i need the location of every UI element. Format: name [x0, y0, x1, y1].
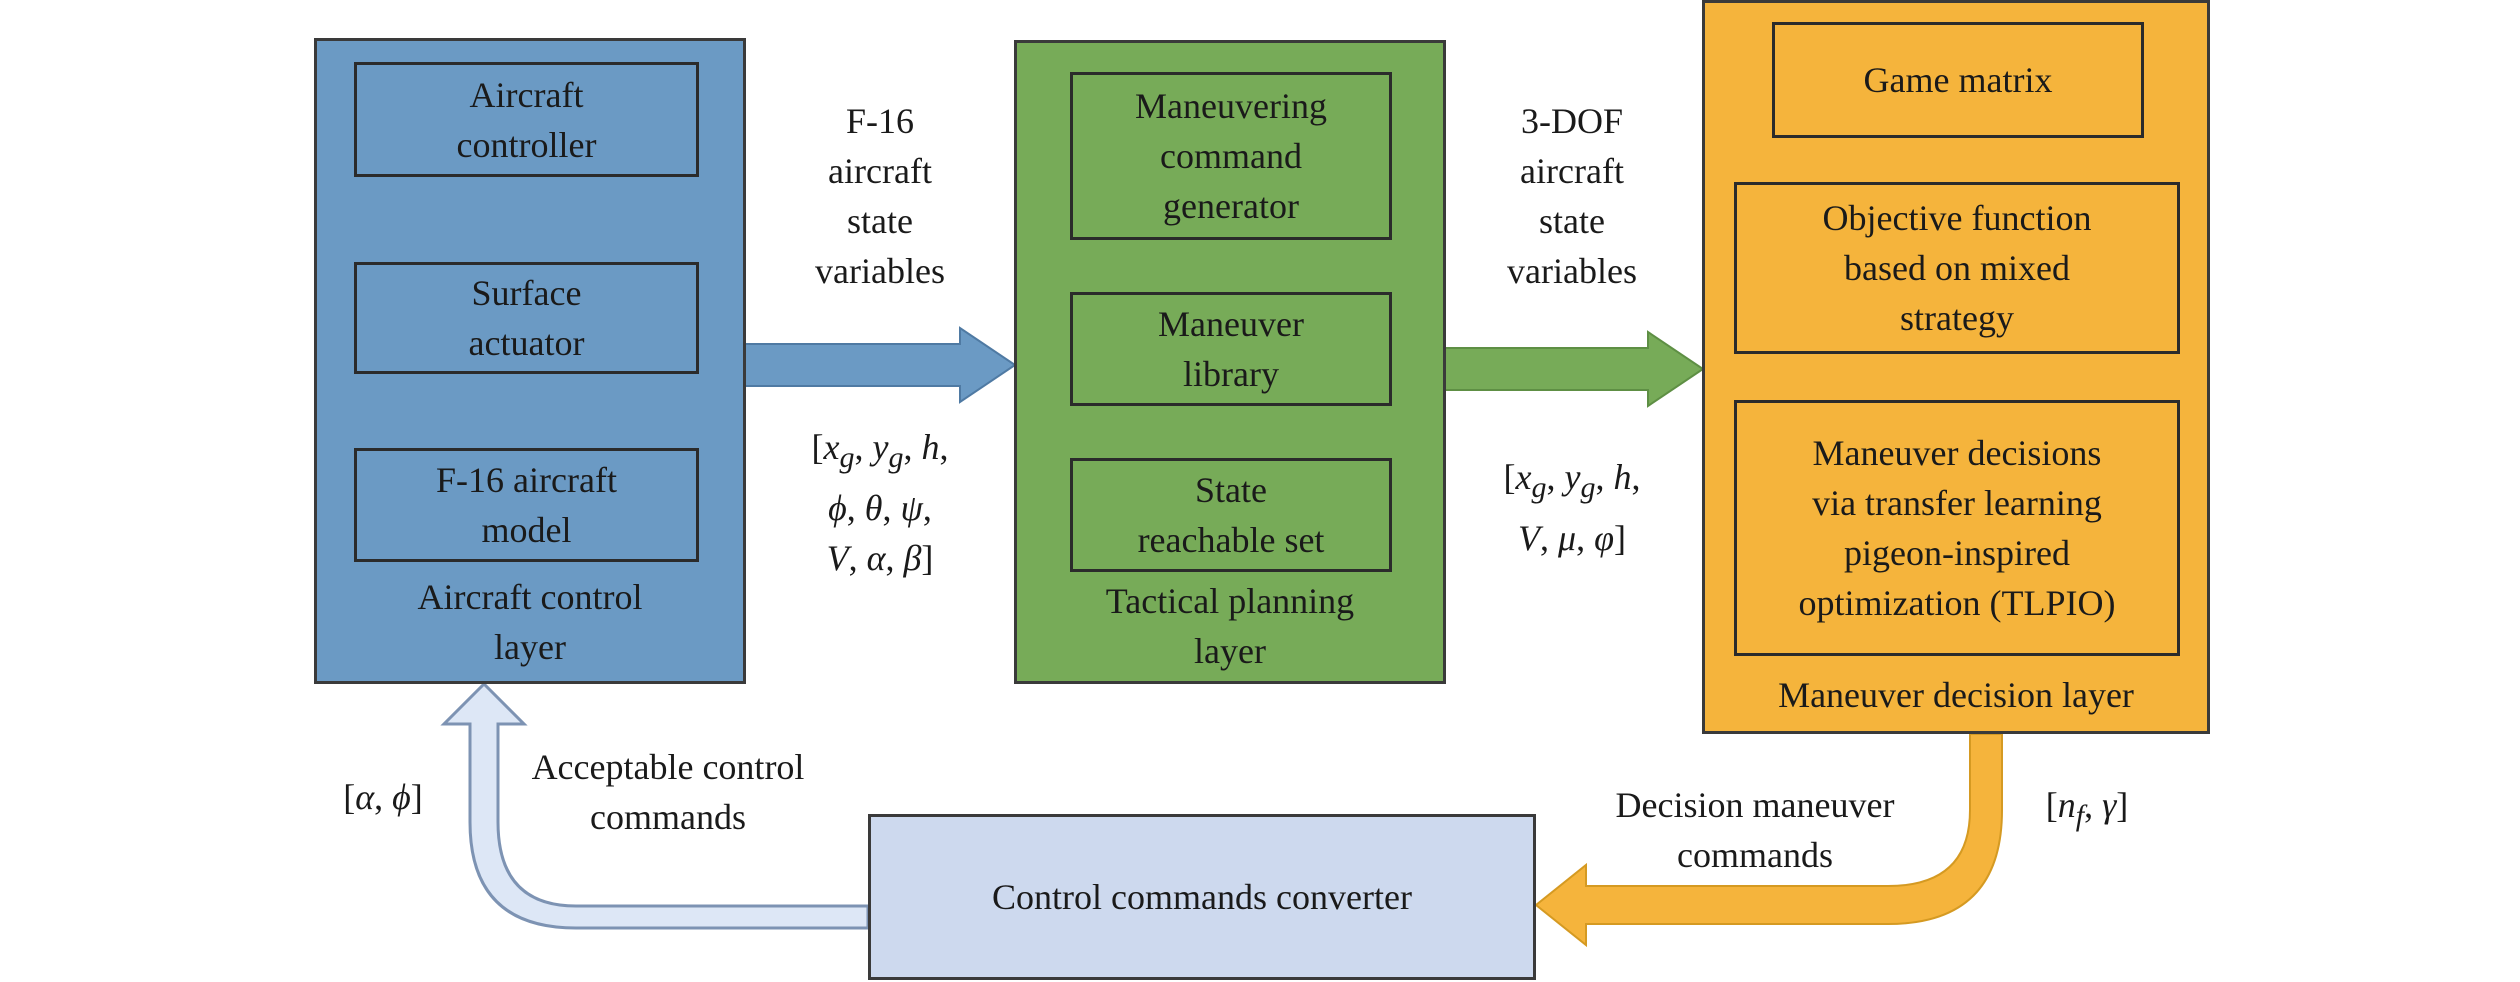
aircraft-controller-block: Aircraft controller	[354, 62, 699, 177]
decision-maneuver-commands-label: Decision maneuver commands	[1615, 785, 1895, 875]
surface-actuator-block: Surface actuator	[354, 262, 699, 374]
f16-aircraft-model-block: F-16 aircraft model	[354, 448, 699, 562]
tactical-planning-layer-caption: Tactical planning layer	[1105, 581, 1355, 671]
arrow-decision-to-converter	[1534, 733, 2003, 948]
objective-function-block: Objective function based on mixed strate…	[1734, 182, 2180, 354]
tlpio-decisions-block: Maneuver decisions via transfer learning…	[1734, 400, 2180, 656]
f16-state-variables-label: F-16 aircraft state variables	[815, 101, 945, 291]
arrow-control-to-planning	[743, 326, 1017, 404]
acceptable-control-commands-label: Acceptable control commands	[531, 747, 805, 837]
arrow-converter-to-control	[440, 681, 870, 930]
maneuver-decision-layer-caption: Maneuver decision layer	[1778, 675, 2134, 715]
arrow-planning-to-decision	[1443, 330, 1705, 408]
control-vector-label: [α, ϕ]	[343, 777, 423, 817]
maneuvering-command-generator-block: Maneuvering command generator	[1070, 72, 1392, 240]
dof3-state-vector-label: [xg, yg, h,V, μ, φ]	[1503, 457, 1641, 559]
control-commands-converter-block: Control commands converter	[868, 814, 1536, 980]
game-matrix-block: Game matrix	[1772, 22, 2144, 138]
f16-state-vector-label: [xg, yg, h,ϕ, θ, ψ,V, α, β]	[811, 427, 949, 579]
dof3-state-variables-label: 3-DOF aircraft state variables	[1507, 101, 1637, 291]
state-reachable-set-block: State reachable set	[1070, 458, 1392, 572]
decision-vector-label: [nf, γ]	[2045, 785, 2129, 833]
maneuver-library-block: Maneuver library	[1070, 292, 1392, 406]
aircraft-control-layer-caption: Aircraft control layer	[417, 577, 643, 667]
